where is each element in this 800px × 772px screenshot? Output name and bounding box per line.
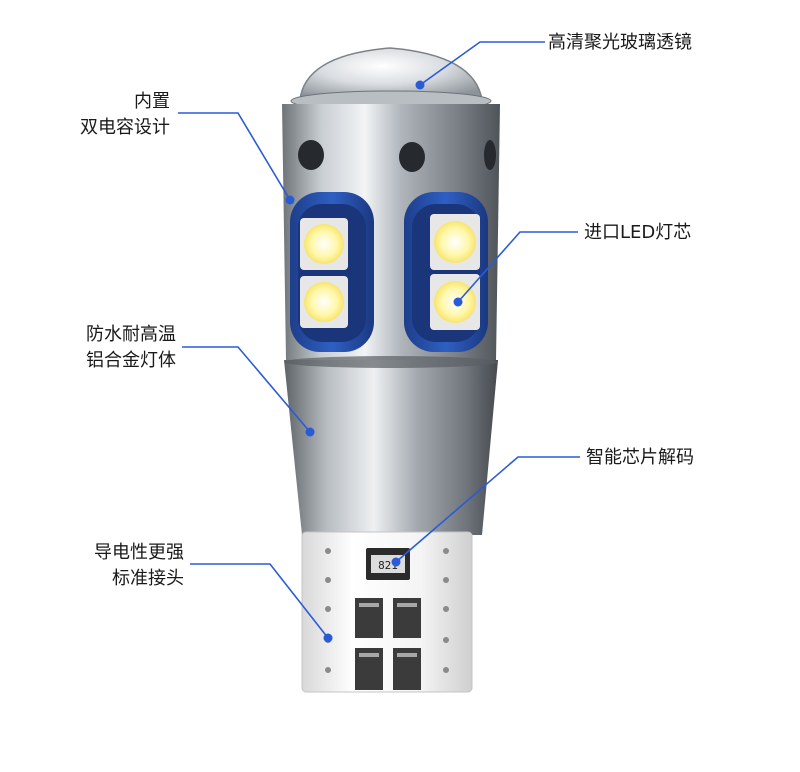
label-alloy-body: 防水耐高温 铝合金灯体 [40, 322, 176, 374]
label-connector-line1: 导电性更强 [94, 542, 184, 563]
callout-dots [285, 80, 463, 643]
led-chip-left-bottom [304, 282, 344, 322]
connector-pins-right [443, 548, 449, 673]
vent-hole-3 [484, 140, 496, 170]
lens [299, 47, 483, 101]
callout-lines [178, 41, 580, 639]
label-capacitor-line1: 内置 [134, 91, 170, 112]
label-led-chip: 进口LED灯芯 [584, 222, 692, 243]
label-alloy-line1: 防水耐高温 [86, 324, 176, 345]
label-decoder: 智能芯片解码 [586, 447, 694, 468]
led-chip-left-top [304, 224, 344, 264]
label-capacitor-line2: 双电容设计 [80, 117, 170, 138]
alloy-body [284, 360, 498, 535]
label-capacitor: 内置 双电容设计 [40, 89, 170, 141]
label-connector: 导电性更强 标准接头 [40, 540, 184, 592]
label-alloy-line2: 铝合金灯体 [86, 350, 176, 371]
connector-base [301, 531, 473, 693]
label-lens: 高清聚光玻璃透镜 [548, 32, 692, 53]
capacitor-contacts [359, 603, 417, 657]
led-chip-right-top [434, 221, 476, 263]
vent-hole-1 [298, 140, 324, 170]
label-connector-line2: 标准接头 [112, 568, 184, 589]
vent-hole-2 [399, 142, 425, 172]
alloy-body-top-band [284, 356, 498, 368]
